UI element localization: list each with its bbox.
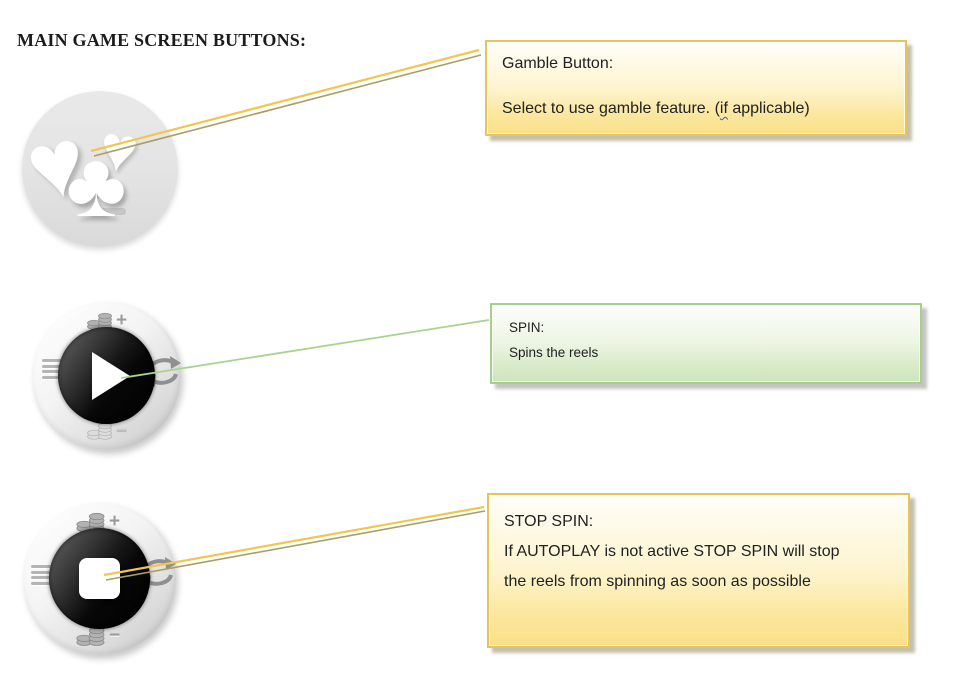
- menu-bar: [31, 565, 53, 568]
- callout-title: STOP SPIN:: [504, 513, 594, 530]
- callout-title: SPIN:: [509, 320, 545, 335]
- plus-sign: +: [109, 510, 121, 532]
- stop-center-disc: [49, 528, 150, 629]
- menu-bar: [31, 576, 53, 579]
- callout-body: Spins the reels: [509, 345, 599, 360]
- club-base-shadow: [100, 208, 126, 215]
- stop-icon: [79, 558, 120, 599]
- spin-center-disc: [58, 327, 155, 424]
- menu-bar: [42, 364, 64, 368]
- callout-stop-spin: STOP SPIN: If AUTOPLAY is not active STO…: [487, 493, 910, 648]
- bet-decrease-icon: −: [74, 621, 120, 649]
- body-text: Select to use gamble feature. (: [502, 100, 720, 117]
- body-text: applicable): [727, 100, 810, 117]
- club-icon: ♣: [66, 134, 127, 236]
- minus-sign: −: [116, 419, 128, 441]
- play-icon: [92, 352, 130, 400]
- bet-decrease-icon: −: [85, 418, 127, 442]
- callout-gamble: Gamble Button: Select to use gamble feat…: [485, 40, 907, 136]
- menu-lines-icon: [42, 359, 64, 379]
- callout-body: Select to use gamble feature. (if applic…: [502, 100, 890, 118]
- minus-sign: −: [109, 624, 121, 646]
- menu-bar: [31, 581, 53, 585]
- gamble-button[interactable]: ♥ ♥ ♣: [17, 91, 178, 247]
- plus-sign: +: [116, 309, 128, 331]
- menu-bar: [42, 359, 64, 362]
- callout-body: If AUTOPLAY is not active STOP SPIN will…: [504, 543, 840, 590]
- menu-bar: [42, 370, 64, 373]
- stop-spin-button[interactable]: + −: [24, 503, 176, 655]
- callout-title: Gamble Button:: [502, 55, 614, 72]
- menu-lines-icon: [31, 565, 53, 585]
- callout-spin: SPIN: Spins the reels: [490, 303, 922, 384]
- spellchecked-word: if: [719, 100, 728, 117]
- menu-bar: [31, 570, 53, 574]
- page-title: MAIN GAME SCREEN BUTTONS:: [17, 30, 307, 50]
- spin-button[interactable]: + −: [33, 302, 181, 450]
- menu-bar: [42, 375, 64, 379]
